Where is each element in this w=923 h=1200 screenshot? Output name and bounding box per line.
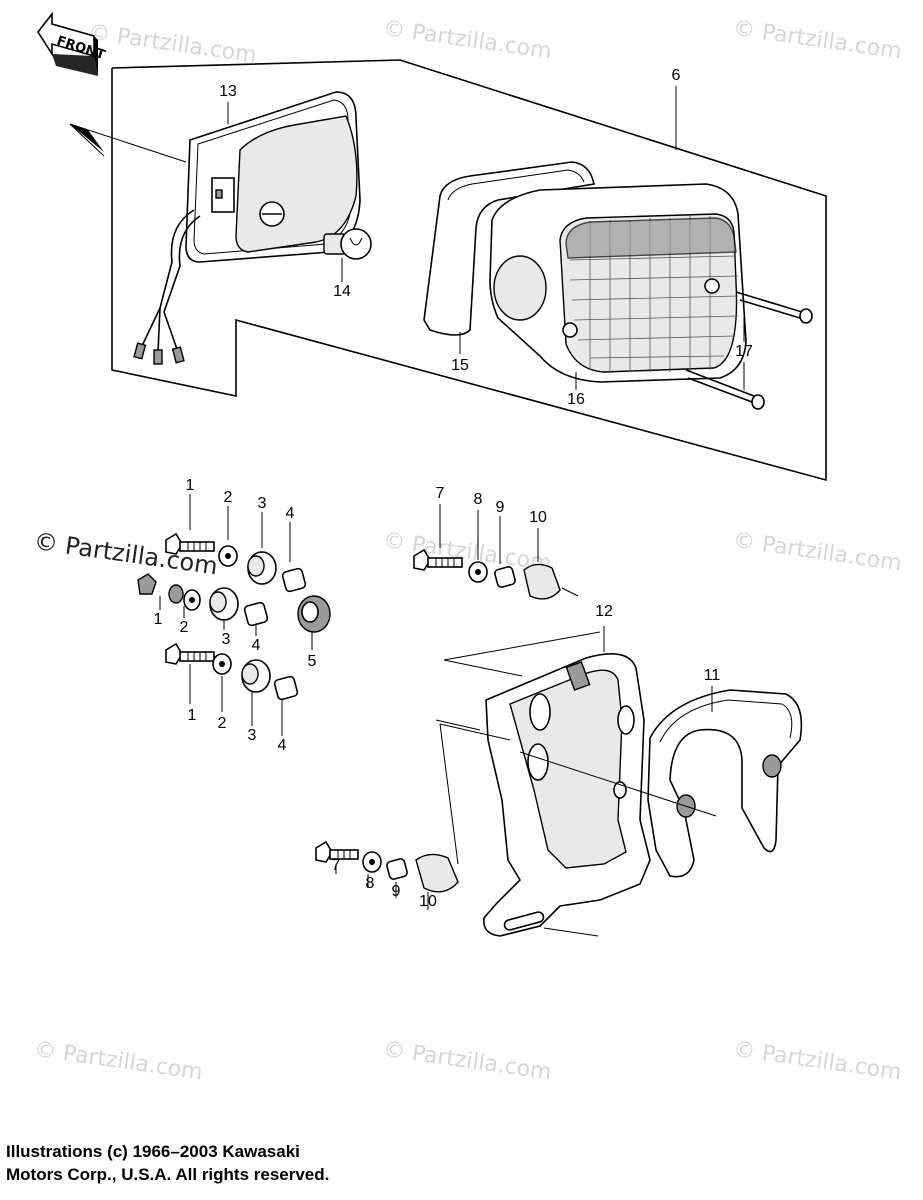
callout-6: 6	[671, 67, 681, 84]
callout-13: 13	[219, 83, 237, 100]
callout-8: 8	[365, 875, 375, 892]
lens-screws	[685, 291, 813, 410]
callout-9: 9	[495, 499, 505, 516]
gasket	[423, 161, 595, 336]
lamp-base-housing	[133, 91, 361, 365]
callout-7: 7	[331, 857, 341, 874]
bracket-hardware-lower	[315, 719, 717, 910]
callout-3: 3	[247, 727, 257, 744]
callout-14: 14	[333, 283, 351, 300]
callout-2: 2	[217, 715, 227, 732]
bulb	[323, 228, 372, 260]
bracket-hardware-upper	[413, 504, 579, 600]
copyright-line-1: Illustrations (c) 1966–2003 Kawasaki	[6, 1142, 300, 1161]
callout-12: 12	[595, 603, 613, 620]
callout-11: 11	[703, 667, 721, 684]
callout-15: 15	[451, 357, 469, 374]
callout-3: 3	[221, 631, 231, 648]
license-bracket	[443, 626, 651, 937]
callout-10: 10	[529, 509, 547, 526]
callout-10: 10	[419, 893, 437, 910]
callout-1: 1	[187, 707, 197, 724]
callout-5: 5	[307, 653, 317, 670]
tail-lens	[489, 183, 747, 383]
copyright-notice: Illustrations (c) 1966–2003 Kawasaki Mot…	[6, 1140, 329, 1186]
callout-2: 2	[223, 489, 233, 506]
copyright-line-2: Motors Corp., U.S.A. All rights reserved…	[6, 1165, 330, 1184]
callout-3: 3	[257, 495, 267, 512]
callout-9: 9	[391, 883, 401, 900]
hardware-row-middle	[137, 573, 331, 650]
callout-7: 7	[435, 485, 445, 502]
hardware-row-upper	[165, 494, 307, 593]
callout-2: 2	[179, 619, 189, 636]
callout-1: 1	[153, 611, 163, 628]
callout-4: 4	[251, 637, 261, 654]
callout-8: 8	[473, 491, 483, 508]
callout-17: 17	[735, 343, 753, 360]
callout-16: 16	[567, 391, 585, 408]
tail-lamp-assembly-outline	[69, 59, 827, 482]
leader-lines-upper	[227, 102, 577, 390]
callout-4: 4	[277, 737, 287, 754]
hardware-row-lower	[165, 642, 299, 736]
callout-4: 4	[285, 505, 295, 522]
grab-handle-bracket	[647, 686, 803, 878]
callout-1: 1	[185, 477, 195, 494]
front-arrow-icon: FRONT	[37, 11, 107, 76]
